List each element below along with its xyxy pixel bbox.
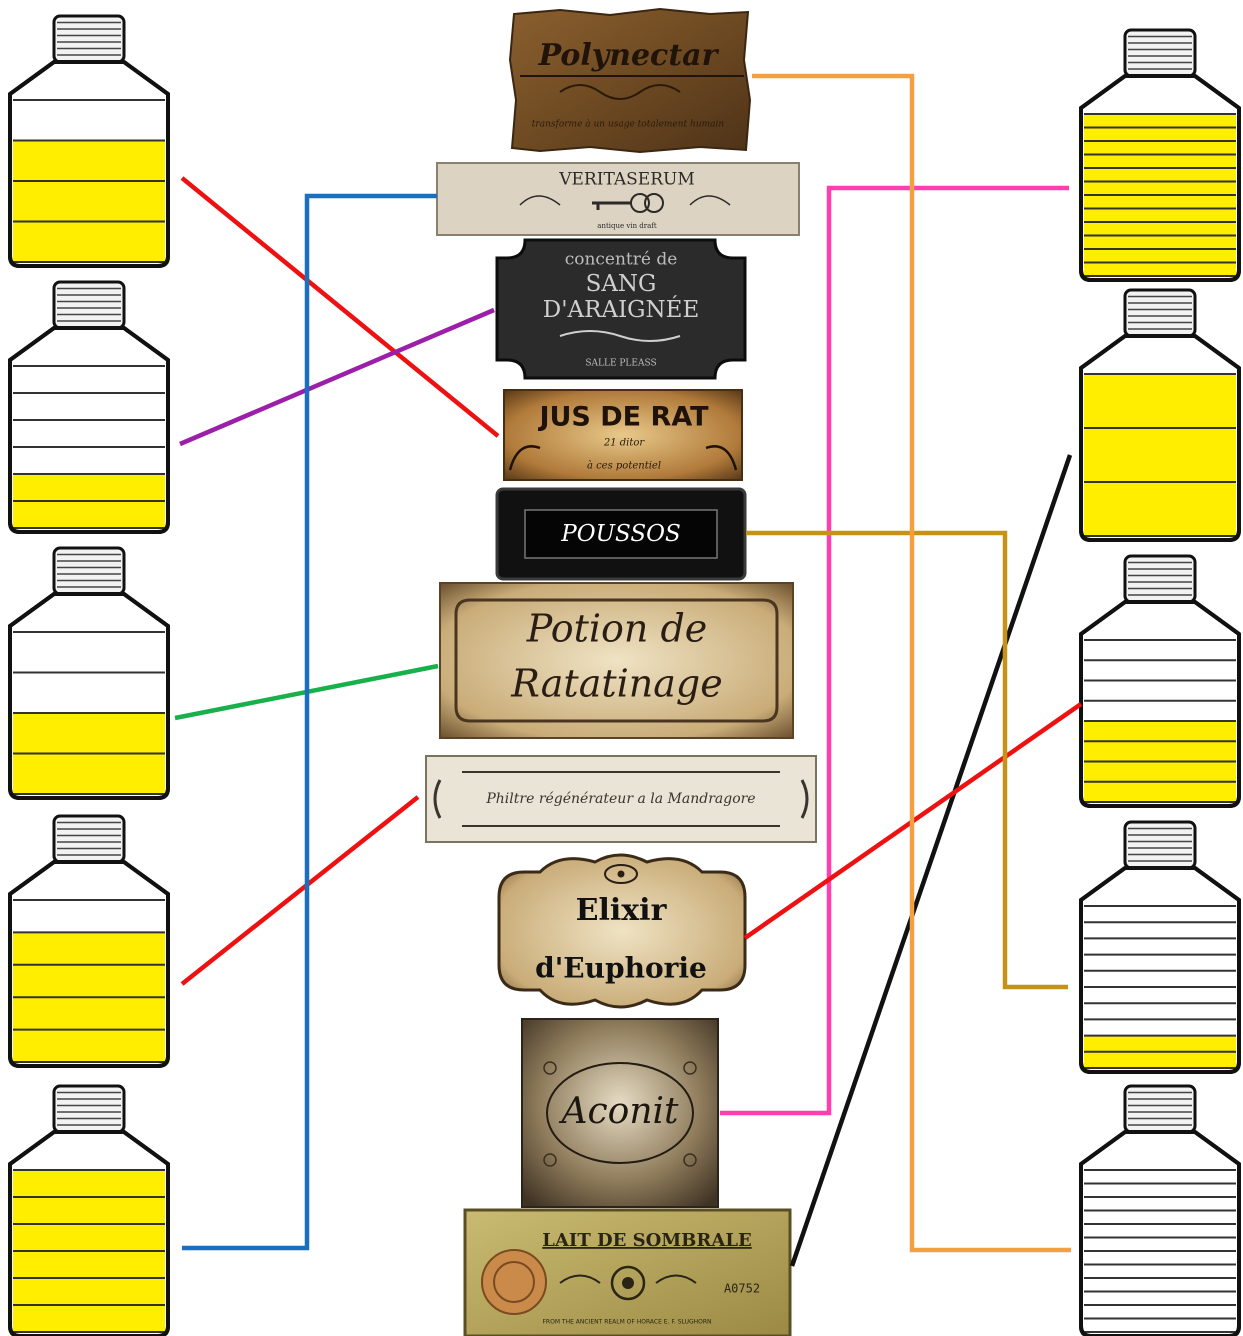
bottle-r1: [1079, 28, 1241, 282]
lion-seal-icon: [481, 1249, 547, 1315]
label-mandragore: Philtre régénérateur a la Mandragore: [425, 755, 817, 843]
vine-icon: [559, 330, 681, 342]
label-aconit: Aconit: [521, 1018, 719, 1208]
polynectar-subtitle: transforme à un usage totalement humain: [532, 119, 725, 130]
jus-plate: [503, 389, 743, 481]
flourish-icon: [559, 1274, 697, 1284]
polynectar-title: Polynectar: [538, 38, 720, 73]
elixir-line2: d'Euphorie: [535, 952, 707, 985]
veritaserum-title: VERITASERUM: [558, 170, 694, 190]
aconit-plate: [521, 1018, 719, 1208]
connector-r1-aconit: [720, 185, 1069, 1116]
sang-footer: SALLE PLEASS: [585, 359, 656, 369]
connectors: [174, 73, 1083, 1267]
bottle-outline: [8, 860, 170, 1068]
elixir-plate: [497, 853, 747, 1009]
label-sang-araignee: concentré de SANG D'ARAIGNÉE SALLE PLEAS…: [495, 238, 747, 380]
ornament-icon: [508, 445, 738, 471]
bottle-r4: [1079, 820, 1241, 1074]
bottle-fill: [13, 140, 165, 262]
flower-icon: [543, 1061, 557, 1075]
bottle-l2: [8, 280, 170, 534]
sang-line2: SANG: [586, 271, 657, 297]
label-poussos: POUSSOS: [495, 487, 747, 581]
bottle-r5: [1079, 1084, 1241, 1336]
aconit-title: Aconit: [559, 1091, 680, 1132]
poussos-frame: [524, 509, 718, 559]
flourish-icon: [519, 195, 731, 206]
sang-line1: concentré de: [565, 250, 678, 270]
ratatinage-line1: Potion de: [526, 607, 708, 651]
lait-title: LAIT DE SOMBRALE: [542, 1230, 751, 1251]
veritaserum-plate: [436, 162, 800, 236]
label-jus-de-rat: JUS DE RAT 21 ditor à ces potentiel: [503, 389, 743, 481]
lait-code: A0752: [724, 1282, 760, 1296]
bottle-l1: [8, 14, 170, 268]
label-veritaserum: VERITASERUM antique vin draft: [436, 162, 800, 236]
poussos-title: POUSSOS: [560, 521, 680, 547]
elixir-line1: Elixir: [576, 893, 668, 928]
key-icon: [592, 193, 664, 213]
sang-line3: D'ARAIGNÉE: [543, 296, 699, 323]
polynectar-plate: [508, 7, 752, 154]
connector-l4-mandragore: [180, 795, 420, 986]
bottle-l4: [8, 814, 170, 1068]
mandragore-title: Philtre régénérateur a la Mandragore: [485, 791, 755, 807]
flower-icon: [683, 1153, 697, 1167]
bottle-outline: [1079, 600, 1241, 808]
connector-r5-polynectar: [752, 73, 1071, 1253]
flourish-icon: [559, 84, 681, 100]
bottle-outline: [1079, 1130, 1241, 1336]
jus-line3: à ces potentiel: [587, 461, 661, 472]
label-ratatinage: Potion de Ratatinage: [439, 582, 794, 739]
bottle-outline: [8, 326, 170, 534]
connector-l2-sang: [179, 307, 495, 447]
jus-title: JUS DE RAT: [537, 402, 709, 433]
bottle-outline: [8, 60, 170, 268]
connector-r4-poussos: [746, 530, 1068, 990]
mandragore-frame: [462, 771, 780, 827]
sang-plate: [495, 238, 747, 380]
label-elixir: Elixir d'Euphorie: [497, 853, 747, 1009]
connector-r2-lait: [789, 454, 1073, 1267]
bottles: [8, 14, 1241, 1336]
connector-l1-jus: [180, 176, 500, 438]
bottle-outline: [8, 1130, 170, 1336]
bottle-outline: [1079, 74, 1241, 282]
bottle-outline: [1079, 334, 1241, 542]
veritaserum-subtitle: antique vin draft: [597, 222, 657, 230]
scroll-icon: [433, 779, 809, 819]
bottle-l3: [8, 546, 170, 800]
mandragore-plate: [425, 755, 817, 843]
aconit-frame: [546, 1062, 694, 1164]
bottle-outline: [1079, 866, 1241, 1074]
bottle-fill: [1084, 374, 1236, 536]
ratatinage-plate: [439, 582, 794, 739]
label-polynectar: Polynectar transforme à un usage totalem…: [508, 7, 752, 154]
bottle-r3: [1079, 554, 1241, 808]
rosette-icon: [610, 1265, 646, 1301]
lait-footer: FROM THE ANCIENT REALM OF HORACE E. F. S…: [542, 1319, 711, 1326]
ratatinage-frame: [454, 598, 779, 723]
flower-icon: [543, 1153, 557, 1167]
bottle-outline: [8, 592, 170, 800]
jus-line2: 21 ditor: [603, 438, 646, 449]
flower-icon: [683, 1061, 697, 1075]
eye-icon: [604, 864, 638, 884]
bottle-r2: [1079, 288, 1241, 542]
bottle-l5: [8, 1084, 170, 1336]
connector-l5-veritaserum: [182, 193, 437, 1251]
ratatinage-line2: Ratatinage: [510, 662, 722, 706]
label-lait-de-sombrale: LAIT DE SOMBRALE A0752 FROM THE ANCIENT …: [463, 1208, 792, 1336]
